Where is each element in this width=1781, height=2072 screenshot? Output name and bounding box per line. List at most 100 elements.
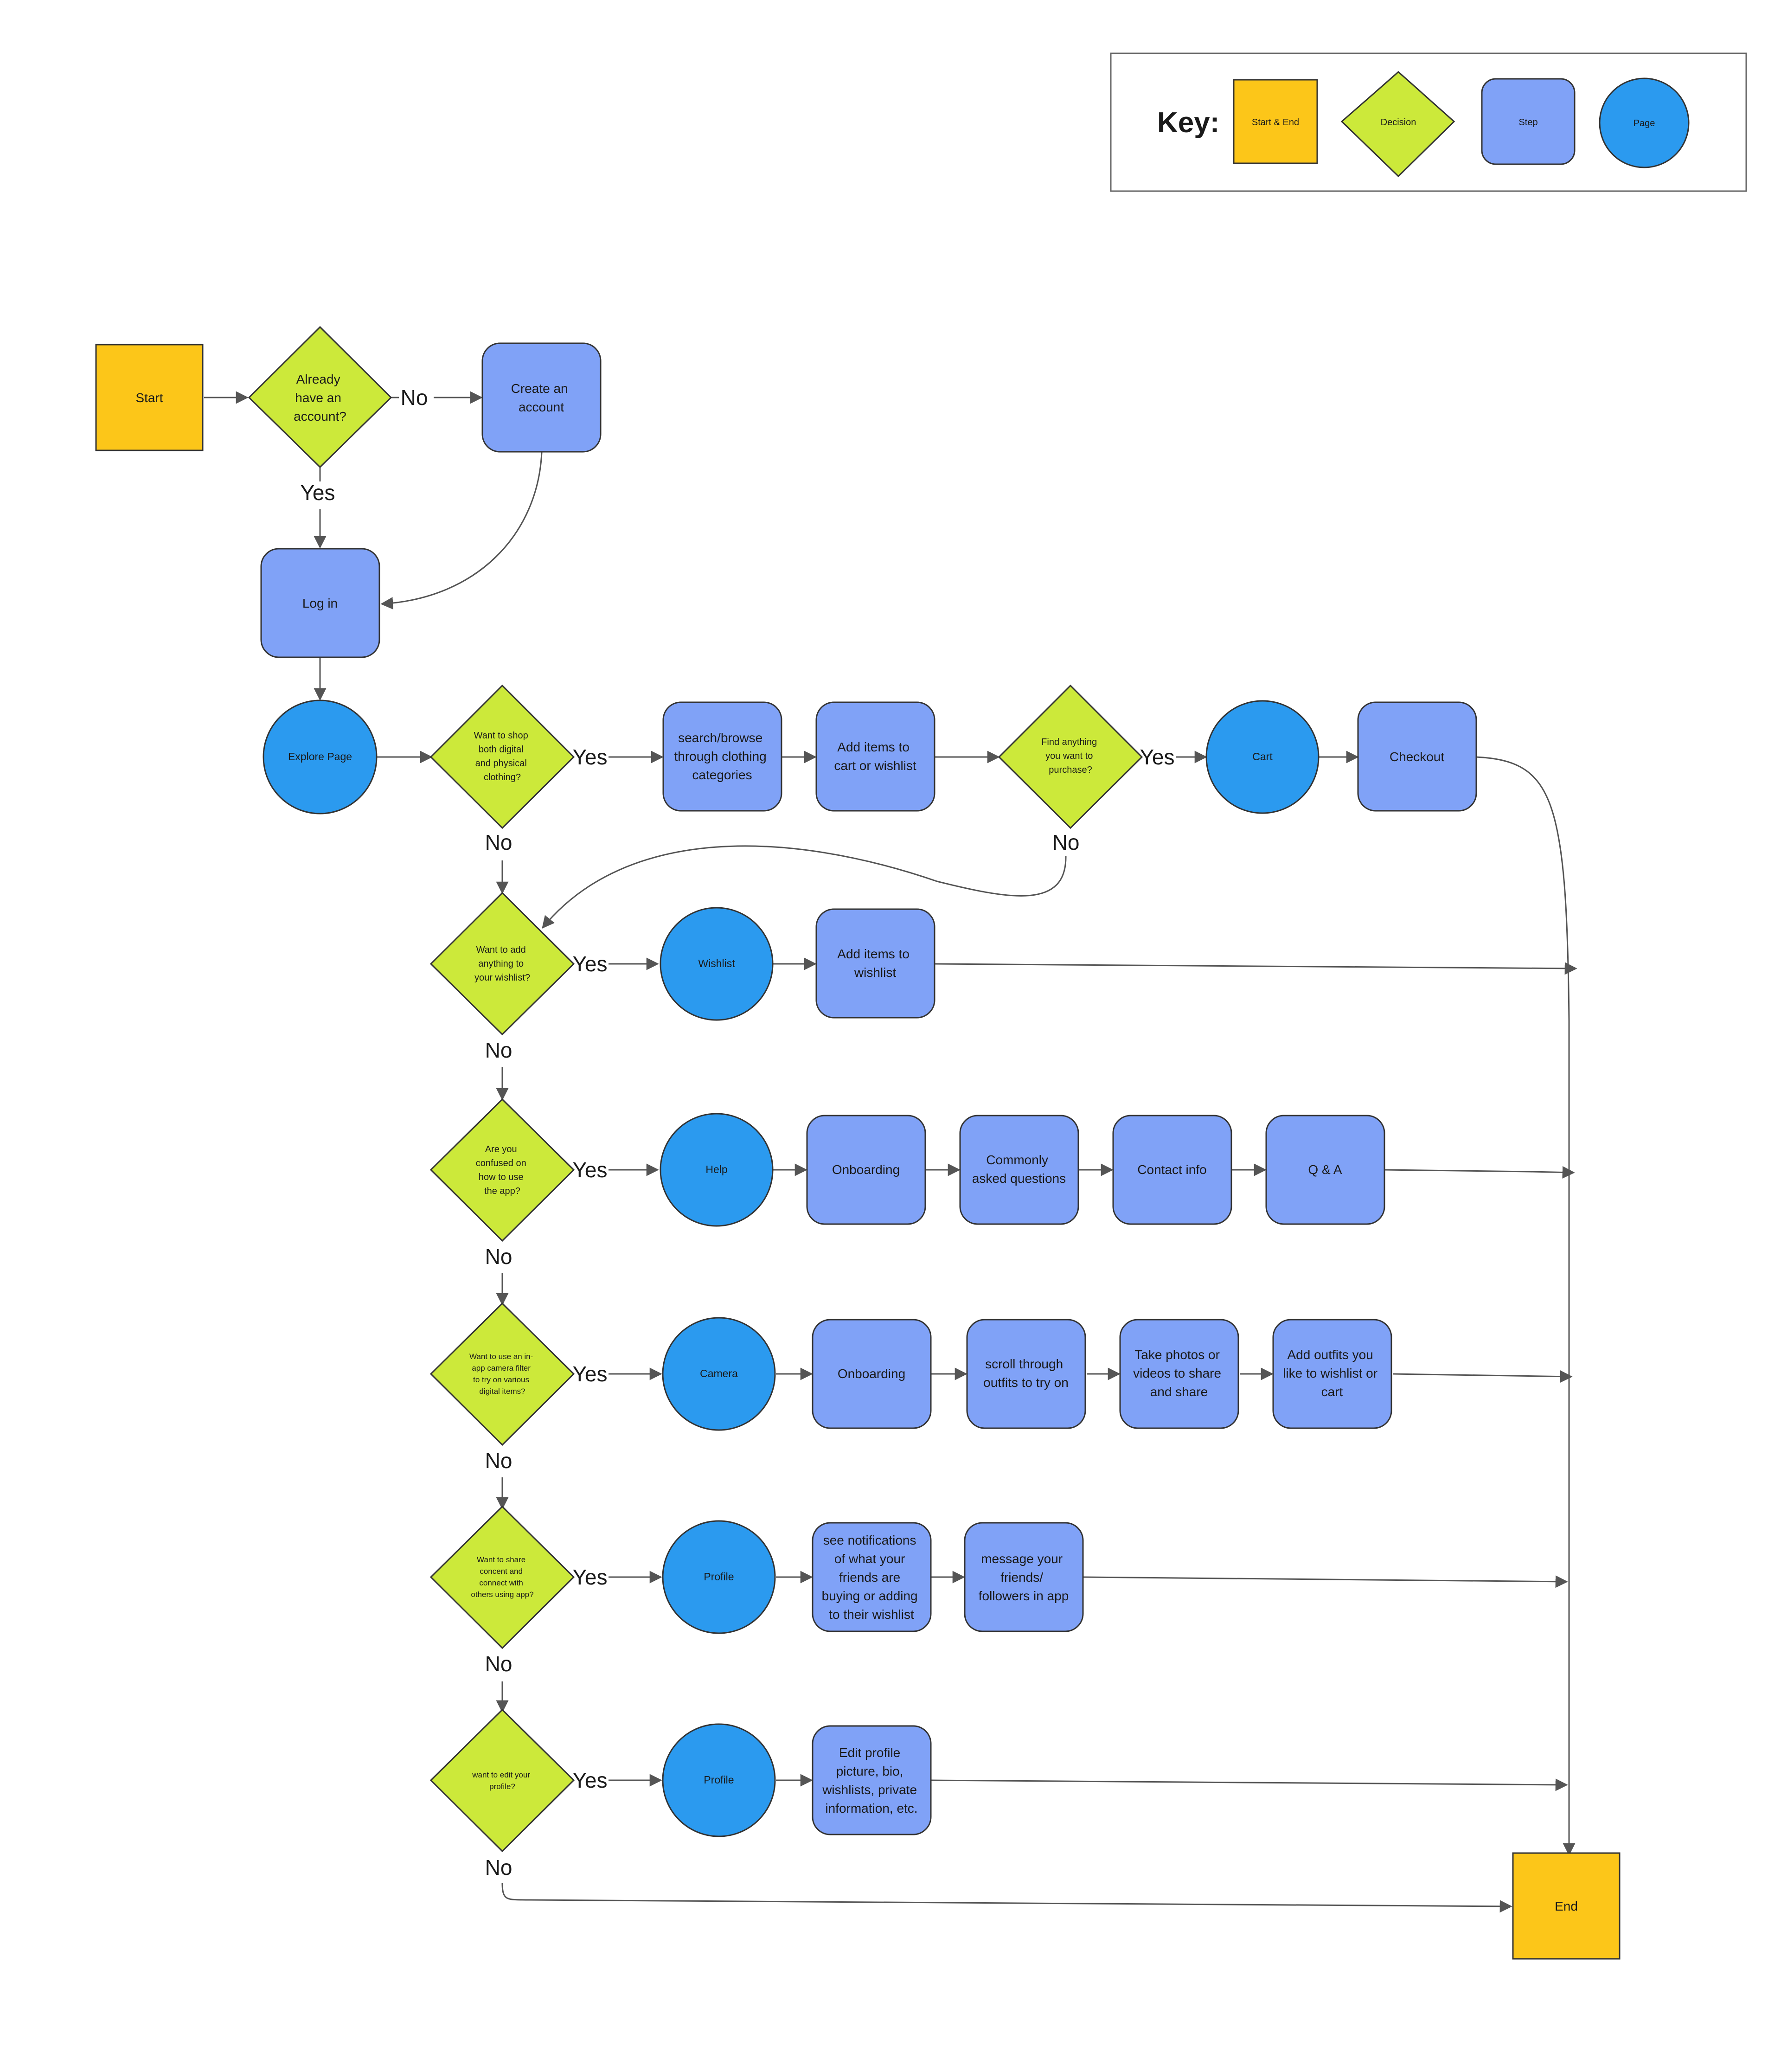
edge-find-no-to-wishlist-decision [542, 845, 1067, 929]
contact-info-label: Contact info [1137, 1162, 1206, 1177]
notifications-line-3: friends are [839, 1570, 900, 1584]
edit-profile-line-1: Edit profile [839, 1745, 900, 1760]
edit-profile-decision [429, 1708, 575, 1853]
common-questions-line-1: Commonly [986, 1153, 1048, 1167]
add-outfits-line-1: Add outfits you [1287, 1347, 1373, 1362]
legend-page-swatch [1599, 77, 1690, 168]
edit-profile-label: Edit profile picture, bio, wishlists, pr… [822, 1745, 921, 1815]
edge-edit-no-to-end [501, 1883, 1512, 1913]
start-label: Start [135, 391, 163, 405]
legend-decision-label: Decision [1381, 117, 1416, 128]
find-anything-decision [998, 684, 1143, 829]
scroll-outfits-line-1: scroll through [985, 1357, 1063, 1371]
explore-page-label: Explore Page [288, 751, 352, 763]
common-questions-step [959, 1115, 1079, 1225]
want-shop-line-4: clothing? [484, 772, 521, 783]
help-label: Help [705, 1163, 727, 1175]
start-node [95, 344, 204, 451]
log-in-step [260, 548, 380, 658]
label-find-no: No [1052, 830, 1080, 854]
edit-decision-line-2: profile? [489, 1782, 515, 1791]
create-account-line-1: Create an [511, 381, 568, 396]
camera-decision-line-3: to try on various [473, 1375, 529, 1384]
help-onboarding-label: Onboarding [832, 1162, 900, 1177]
legend-step-swatch [1481, 78, 1576, 165]
edge-qa-to-end-line [1384, 1166, 1575, 1179]
help-page-node [660, 1113, 774, 1227]
message-friends-line-2: friends/ [1000, 1570, 1043, 1584]
label-camera-no: No [485, 1449, 513, 1473]
already-account-line-1: Already [296, 372, 340, 386]
edge-editprofile-to-end-line [930, 1778, 1568, 1791]
legend-decision-swatch [1340, 71, 1455, 178]
label-confused-yes: Yes [572, 1158, 607, 1182]
want-shop-line-3: and physical [475, 758, 527, 769]
confused-label: Are you confused on how to use the app? [476, 1144, 529, 1196]
log-in-label: Log in [302, 596, 338, 610]
confused-line-4: the app? [484, 1186, 520, 1196]
want-shop-line-1: Want to shop [474, 731, 528, 741]
want-shop-line-2: both digital [479, 744, 524, 755]
edge-message-to-end-line [1083, 1575, 1568, 1588]
add-outfits-line-2: like to wishlist or [1283, 1366, 1377, 1380]
confused-decision [429, 1098, 575, 1242]
add-cart-wishlist-line-1: Add items to [837, 740, 910, 754]
node-labels: Start Already have an account? Create an… [135, 372, 1577, 1913]
label-camera-yes: Yes [572, 1362, 607, 1386]
connectors [204, 391, 1577, 1913]
confused-line-1: Are you [485, 1144, 517, 1155]
search-browse-line-2: through clothing [674, 749, 766, 763]
label-share-yes: Yes [572, 1565, 607, 1589]
scroll-outfits-line-2: outfits to try on [983, 1375, 1069, 1390]
share-decision-label: Want to share concent and connect with o… [471, 1555, 533, 1599]
edit-decision-label: want to edit your profile? [472, 1771, 532, 1791]
find-anything-line-3: purchase? [1049, 765, 1092, 775]
already-account-line-3: account? [294, 409, 346, 423]
add-outfits-label: Add outfits you like to wishlist or cart [1283, 1347, 1381, 1399]
camera-decision-line-2: app camera filter [472, 1364, 531, 1373]
add-outfits-step [1272, 1319, 1392, 1429]
legend-start-end-label: Start & End [1252, 117, 1299, 128]
contact-info-step [1112, 1115, 1232, 1225]
label-find-yes: Yes [1140, 745, 1174, 769]
edit-profile-line-4: information, etc. [825, 1801, 917, 1815]
want-wishlist-line-1: Want to add [476, 945, 526, 955]
common-questions-label: Commonly asked questions [972, 1153, 1066, 1186]
edge-labels: No Yes Yes No Yes No Yes No Yes No Yes N… [300, 385, 1174, 1880]
add-cart-wishlist-label: Add items to cart or wishlist [834, 740, 916, 773]
camera-decision [429, 1302, 575, 1446]
label-shop-no: No [485, 830, 513, 854]
want-wishlist-line-2: anything to [478, 959, 524, 969]
wishlist-page-node [660, 907, 774, 1021]
nodes [95, 326, 1621, 1960]
add-wishlist-line-1: Add items to [837, 947, 910, 961]
notifications-label: see notifications of what your friends a… [822, 1533, 922, 1622]
take-photos-line-1: Take photos or [1134, 1347, 1220, 1362]
create-account-step [481, 342, 602, 453]
checkout-label: Checkout [1390, 750, 1445, 764]
edit-profile-step [812, 1725, 932, 1835]
label-shop-yes: Yes [572, 745, 607, 769]
notifications-line-4: buying or adding [822, 1589, 918, 1603]
camera-decision-line-4: digital items? [479, 1387, 525, 1396]
want-wishlist-line-3: your wishlist? [474, 973, 530, 983]
camera-onboarding-step [812, 1319, 932, 1429]
qa-label: Q & A [1308, 1162, 1342, 1177]
take-photos-step [1119, 1319, 1239, 1429]
search-browse-line-1: search/browse [678, 731, 762, 745]
already-account-line-2: have an [295, 391, 341, 405]
share-decision-line-3: connect with [479, 1578, 523, 1587]
take-photos-label: Take photos or videos to share and share [1133, 1347, 1225, 1399]
add-wishlist-step [815, 908, 935, 1019]
label-already-no: No [401, 385, 428, 410]
wishlist-label: Wishlist [698, 957, 735, 969]
profile-2-label: Profile [704, 1774, 734, 1786]
edit-profile-line-3: wishlists, private [822, 1783, 917, 1797]
add-outfits-line-3: cart [1321, 1385, 1343, 1399]
legend: Key: Start & End Decision Step Page [1110, 52, 1747, 192]
search-browse-step [662, 701, 782, 812]
label-wishlist-yes: Yes [572, 952, 607, 976]
find-anything-label: Find anything you want to purchase? [1041, 737, 1100, 775]
camera-decision-line-1: Want to use an in- [469, 1352, 533, 1361]
notifications-step [812, 1522, 932, 1632]
